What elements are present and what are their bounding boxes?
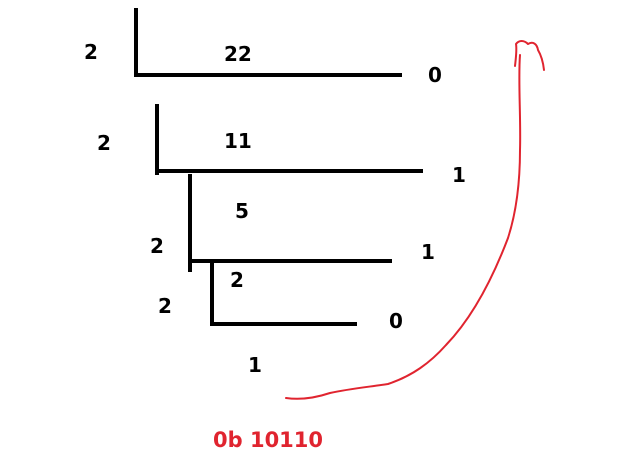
remainder-label: 1 xyxy=(421,240,435,264)
dividend-label: 22 xyxy=(224,42,252,66)
remainder-label: 0 xyxy=(389,309,403,333)
divisor-label: 2 xyxy=(158,294,172,318)
divisor-label: 2 xyxy=(97,131,111,155)
binary-result-label: 0b 10110 xyxy=(213,428,324,452)
remainder-label: 1 xyxy=(452,163,466,187)
read-direction-arrow xyxy=(285,54,522,400)
final-quotient-label: 1 xyxy=(248,353,262,377)
divisor-label: 2 xyxy=(150,234,164,258)
dividend-label: 5 xyxy=(235,199,249,223)
remainder-label: 0 xyxy=(428,63,442,87)
divisor-label: 2 xyxy=(84,40,98,64)
dividend-label: 2 xyxy=(230,268,244,292)
dividend-label: 11 xyxy=(224,129,252,153)
arrow-head xyxy=(514,40,545,71)
